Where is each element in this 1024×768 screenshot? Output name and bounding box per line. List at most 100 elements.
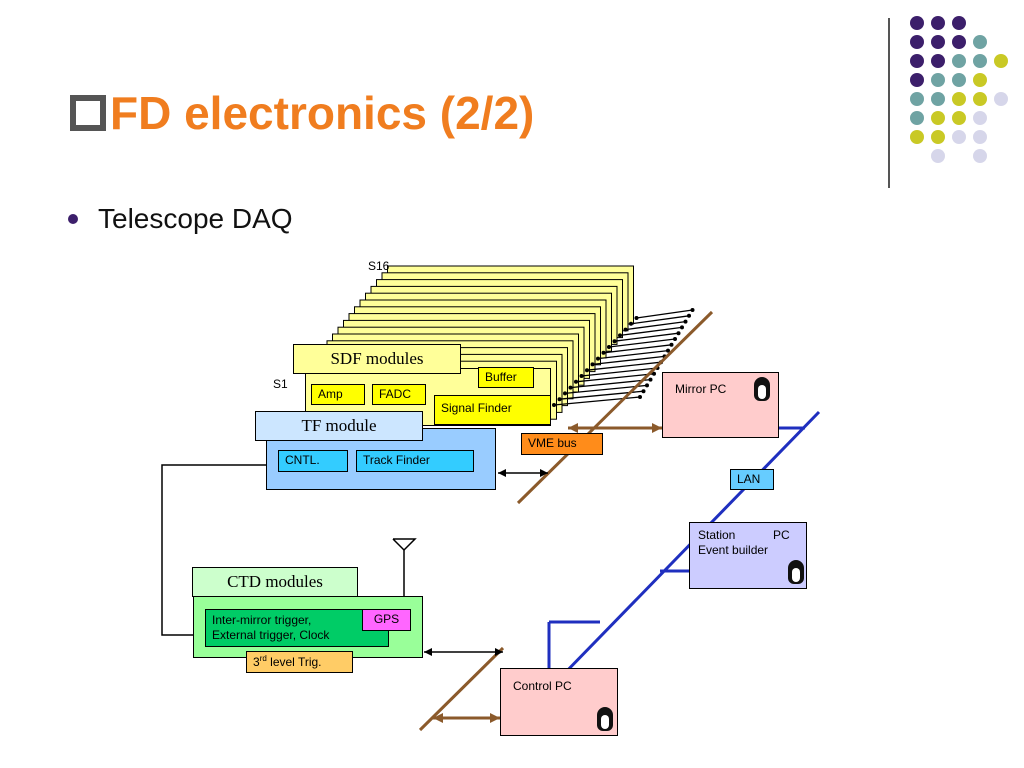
decorative-dot [952,54,966,68]
decorative-dot [952,92,966,106]
arrowhead [629,321,633,326]
inter-mirror-trigger-block: Inter-mirror trigger, External trigger, … [205,609,389,647]
arrowhead [601,350,606,355]
decorative-dot [973,35,987,49]
arrowhead [687,313,691,318]
s1-label: S1 [273,377,288,391]
module-bus-arrow [575,373,655,383]
decorative-dot [931,130,945,144]
decorative-dot [910,130,924,144]
decorative-dot [952,111,966,125]
station-label: Station [698,528,736,542]
decorative-dot [910,35,924,49]
decorative-dot [952,73,966,87]
arrowhead [574,379,578,384]
decorative-divider [888,18,890,188]
arrowhead [568,423,578,433]
decorative-dot [994,54,1008,68]
arrowhead [641,389,646,394]
module-bus-arrow [614,332,679,342]
track-finder-block: Track Finder [356,450,474,472]
module-bus-arrow [586,361,662,371]
arrowhead [552,403,556,407]
arrowhead [683,319,688,324]
module-bus-arrow [592,355,665,366]
arrowhead [669,342,674,347]
decorative-dot [931,54,945,68]
decorative-dot [910,73,924,87]
arrowhead [634,316,639,320]
arrowhead [676,331,681,336]
arrowhead [596,356,600,361]
bullet-dot-icon [68,214,78,224]
module-bus-arrow [608,338,676,348]
arrowhead [618,333,622,338]
decorative-dot [973,149,987,163]
station-pc-label: PC [773,528,790,542]
decorative-dot [931,92,945,106]
third-level-trigger-block: 3rd level Trig. [246,651,353,673]
control-bus-line [418,646,505,732]
control-pc-box: Control PC [500,668,618,736]
signal-finder-block: Signal Finder [434,395,551,425]
decorative-dot [931,111,945,125]
vme-bus-label: VME bus [521,433,603,455]
arrowhead [557,397,562,402]
arrowhead [585,368,589,373]
decorative-dot [931,35,945,49]
decorative-dot [910,111,924,125]
module-bus-arrow [619,326,683,337]
module-bus-arrow [581,367,658,377]
module-bus-arrow [564,384,648,395]
decorative-dot [931,149,945,163]
bullet-text: Telescope DAQ [98,203,293,234]
decorative-dot [973,111,987,125]
cntl-block: CNTL. [278,450,348,472]
arrowhead [652,423,662,433]
arrowhead [648,377,653,382]
decorative-dot [973,130,987,144]
mirror-pc-label: Mirror PC [675,382,727,396]
arrowhead [638,395,642,399]
decorative-dot [973,54,987,68]
arrowhead [623,327,628,332]
linux-penguin-icon [786,560,806,586]
arrowhead [498,469,506,477]
arrowhead [652,371,656,376]
bullet-item: Telescope DAQ [68,203,293,235]
title-square-icon [70,95,106,131]
decorative-dot [994,92,1008,106]
arrowhead [424,648,432,656]
arrowhead [490,713,500,723]
lan-label: LAN [730,469,774,490]
ctd-modules-label: CTD modules [192,567,358,597]
decorative-dot [910,92,924,106]
arrowhead [568,385,573,390]
amp-block: Amp [311,384,365,405]
module-bus-arrow [630,315,690,325]
inter-mirror-line1: Inter-mirror trigger, [212,613,312,627]
third-level-text: level Trig. [266,655,322,669]
linux-penguin-icon [752,377,772,403]
decorative-dot [910,54,924,68]
decorative-dot [973,92,987,106]
arrowhead [690,308,695,312]
mirror-pc-box: Mirror PC [662,372,779,438]
arrowhead [645,383,649,388]
event-builder-label: Event builder [698,543,769,557]
vme-connection-arrows [552,308,695,407]
s16-label: S16 [368,259,390,273]
cntl-trigger-loop [161,464,275,636]
decorative-dot [931,16,945,30]
inter-mirror-line2: External trigger, Clock [212,628,330,642]
arrowhead [495,648,503,656]
arrowhead [590,362,595,367]
arrowhead [433,713,443,723]
arrowhead [579,374,584,378]
third-level-suffix: rd [259,654,267,663]
arrowhead [666,348,670,353]
tf-module-label: TF module [255,411,423,441]
decorative-dot [952,130,966,144]
arrowhead [673,337,677,341]
slide-title: FD electronics (2/2) [70,86,534,140]
